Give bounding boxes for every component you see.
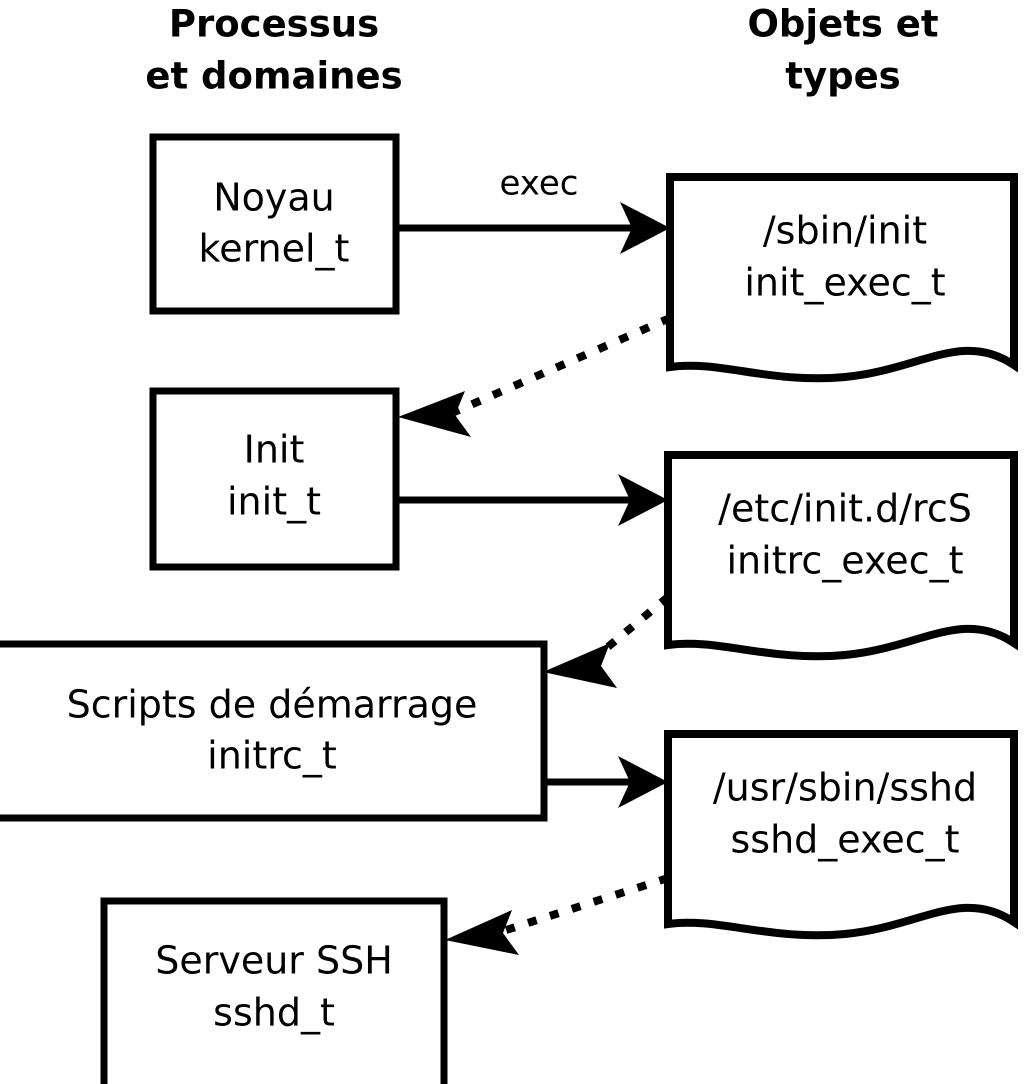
object-node-sshd-exec[interactable]: /usr/sbin/sshd sshd_exec_t [664, 730, 1018, 940]
process-node-init-line2: init_t [227, 480, 321, 524]
process-node-sshd-line1: Serveur SSH [155, 939, 393, 983]
object-node-initrc-exec-line2: initrc_exec_t [727, 539, 964, 583]
process-node-kernel-line1: Noyau [213, 176, 335, 220]
process-node-initrc[interactable]: Scripts de démarrage initrc_t [0, 640, 548, 822]
process-node-initrc-box[interactable] [0, 640, 548, 822]
arrowhead-initrc-exec-to-initrc [543, 643, 617, 688]
process-node-kernel-box[interactable] [149, 133, 400, 315]
object-node-init-exec-line2: init_exec_t [744, 261, 945, 305]
process-node-initrc-line1: Scripts de démarrage [67, 683, 478, 727]
column-header-right-line1: Objets et [747, 3, 938, 46]
column-header-left-line1: Processus [169, 3, 379, 46]
object-node-sshd-exec-line2: sshd_exec_t [730, 818, 959, 862]
arrowhead-kernel-to-init-exec [620, 202, 670, 254]
edge-line-sshd-exec-to-sshd [498, 874, 670, 936]
arrowhead-initrc-to-sshd-exec [618, 756, 668, 808]
object-node-init-exec-doc[interactable] [666, 173, 1018, 383]
edge-init-exec-to-init [398, 314, 672, 437]
process-node-init[interactable]: Init init_t [149, 387, 400, 571]
arrowhead-init-to-initrc-exec [618, 474, 668, 526]
process-node-init-line1: Init [244, 428, 305, 472]
edge-line-initrc-exec-to-initrc [594, 593, 671, 660]
process-node-sshd-line2: sshd_t [213, 991, 335, 1035]
arrowhead-init-exec-to-init [398, 391, 471, 437]
edge-sshd-exec-to-sshd [445, 874, 670, 955]
object-node-initrc-exec[interactable]: /etc/init.d/rcS initrc_exec_t [664, 451, 1018, 661]
edge-kernel-to-init-exec: exec [398, 164, 670, 254]
object-node-initrc-exec-line1: /etc/init.d/rcS [718, 487, 972, 531]
process-node-kernel-line2: kernel_t [199, 227, 350, 271]
object-node-sshd-exec-line1: /usr/sbin/sshd [713, 766, 977, 810]
arrowhead-sshd-exec-to-sshd [445, 910, 519, 955]
process-node-sshd[interactable]: Serveur SSH sshd_t [100, 897, 448, 1084]
object-node-init-exec-line1: /sbin/init [763, 209, 927, 253]
process-node-initrc-line2: initrc_t [207, 734, 337, 778]
column-header-left-line2: et domaines [145, 55, 402, 98]
process-node-init-box[interactable] [149, 387, 400, 571]
column-header-right-line2: types [785, 55, 900, 98]
object-node-initrc-exec-doc[interactable] [664, 451, 1018, 661]
process-node-kernel[interactable]: Noyau kernel_t [149, 133, 400, 315]
column-header-right: Objets et types [747, 3, 938, 98]
object-node-init-exec[interactable]: /sbin/init init_exec_t [666, 173, 1018, 383]
edge-init-to-initrc-exec [396, 474, 668, 526]
object-node-sshd-exec-doc[interactable] [664, 730, 1018, 940]
edge-initrc-to-sshd-exec [544, 756, 668, 808]
edge-initrc-exec-to-initrc [543, 593, 671, 688]
edge-label-exec: exec [499, 164, 578, 204]
process-node-sshd-box[interactable] [100, 897, 448, 1084]
column-header-left: Processus et domaines [145, 3, 402, 98]
edge-line-init-exec-to-init [450, 314, 672, 417]
